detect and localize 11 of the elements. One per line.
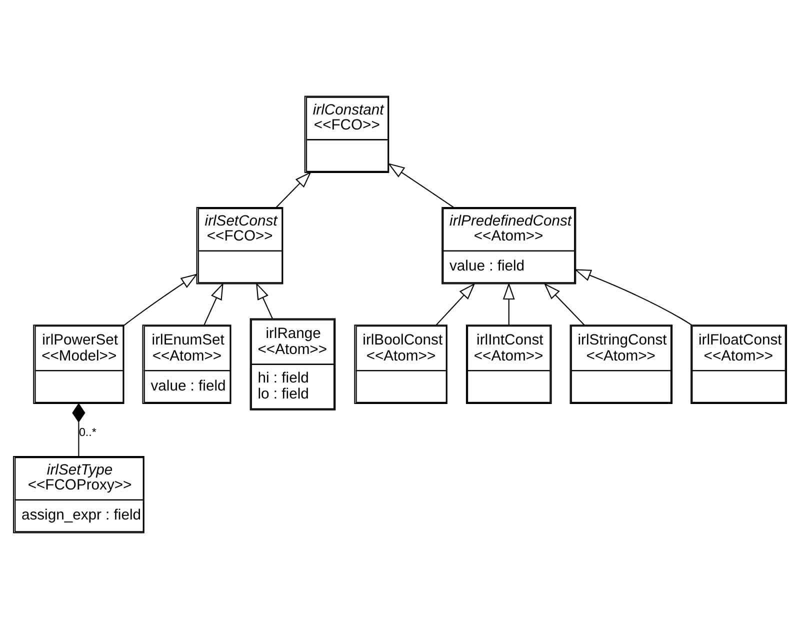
arrow [123,273,198,326]
arrow [275,170,312,208]
arrow [543,282,584,325]
arrow [387,162,454,208]
edge-label: 0..* [78,426,96,439]
connector [72,402,85,456]
arrow [203,282,223,325]
arrow [574,268,692,326]
arrow [256,282,272,318]
arrow [435,282,475,325]
arrow [502,282,514,325]
